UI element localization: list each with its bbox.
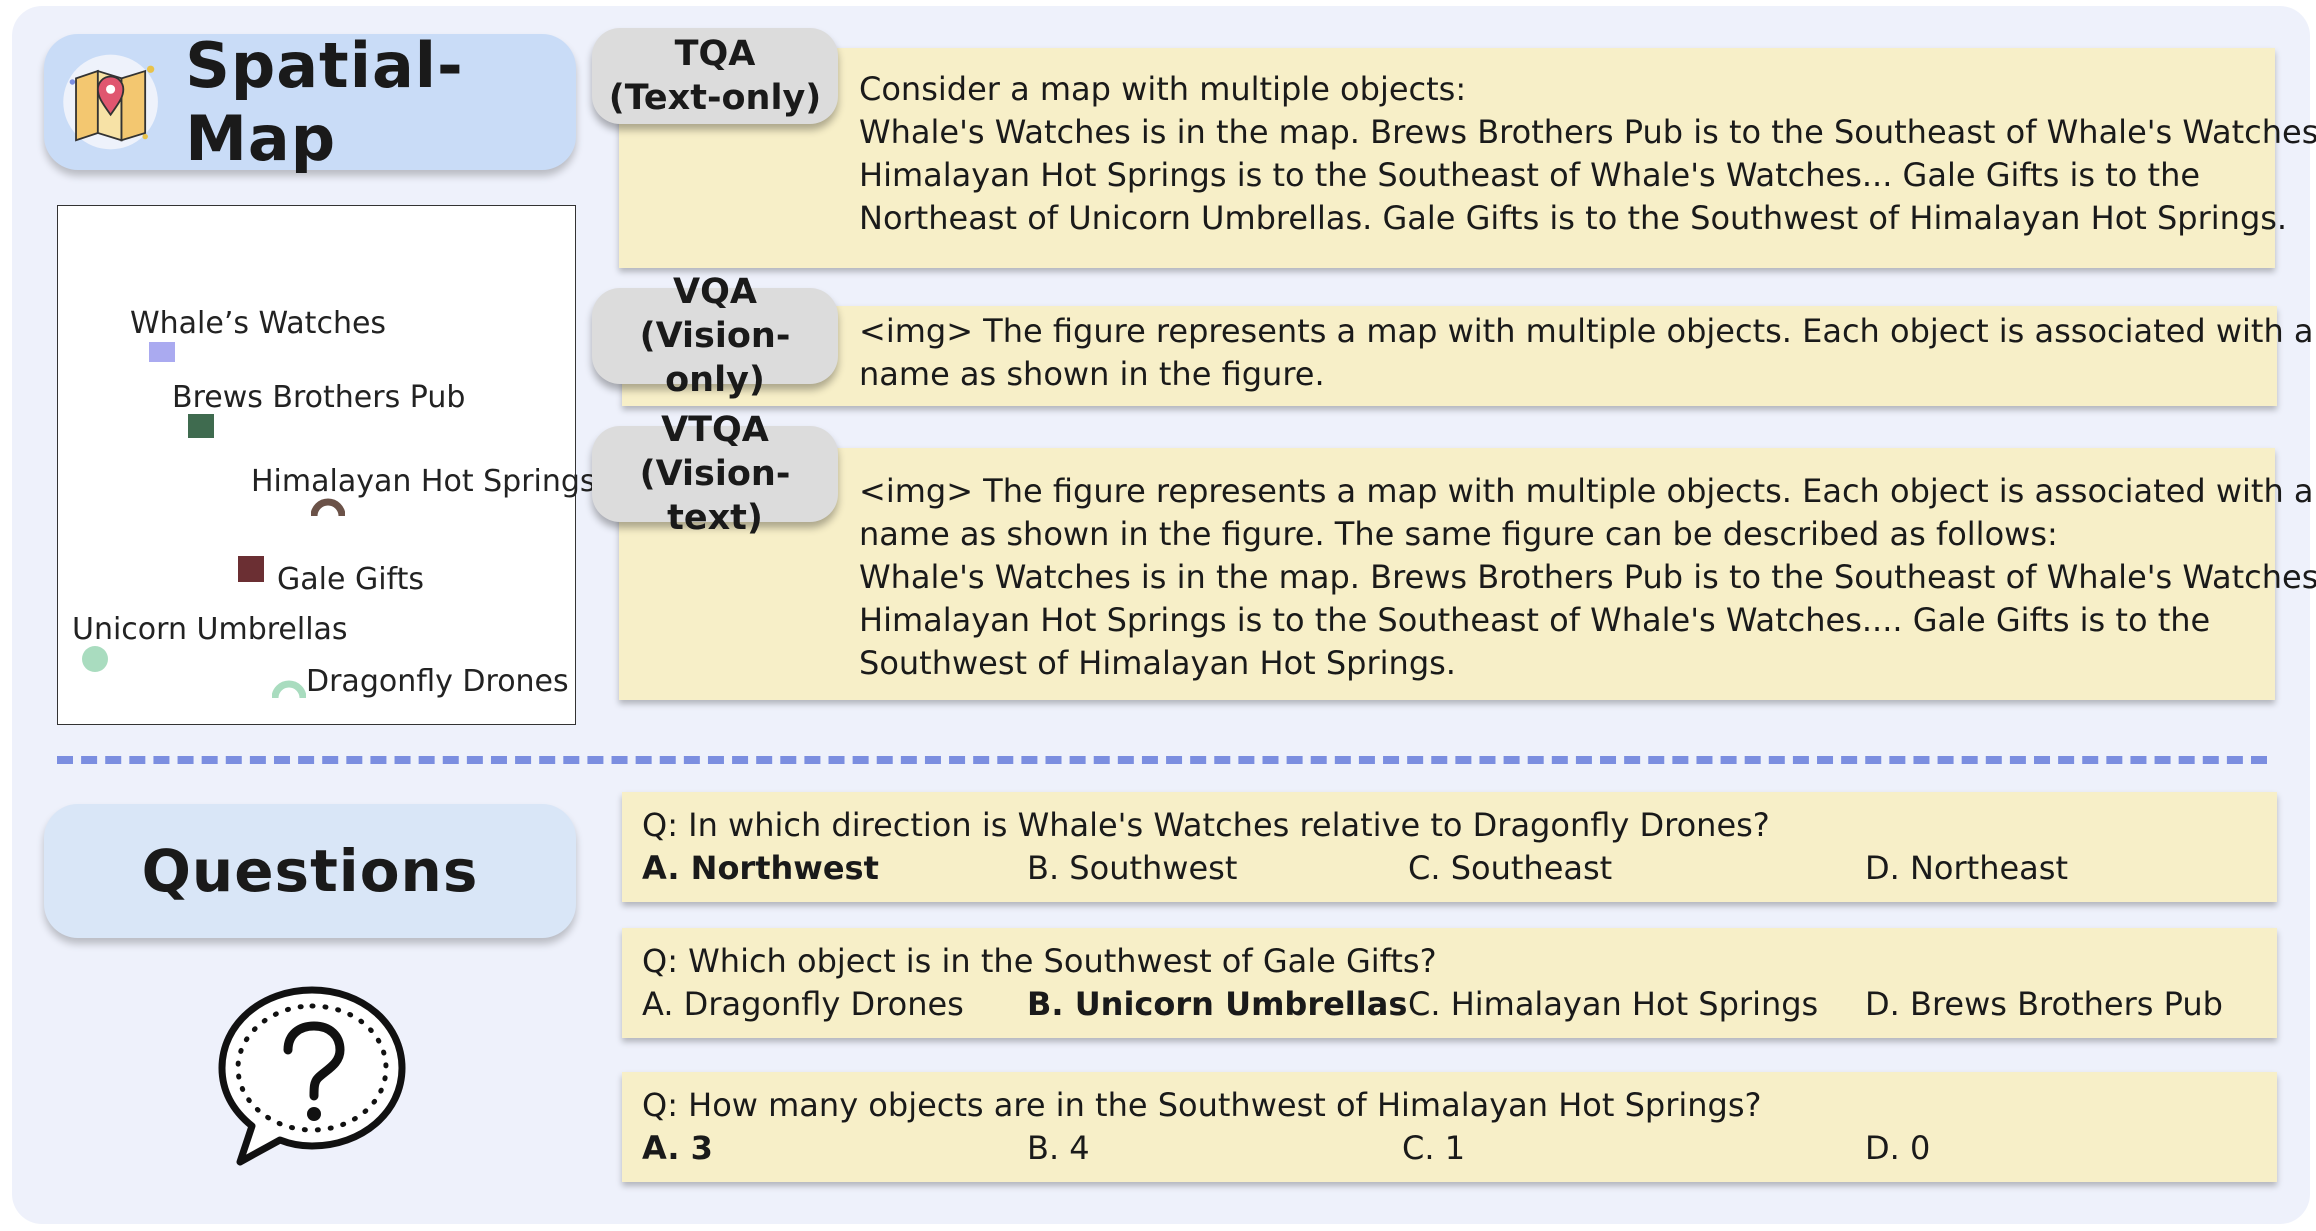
option-a: A. 3 xyxy=(642,1129,713,1167)
map-label-whales-watches: Whale’s Watches xyxy=(130,306,387,341)
unicorn-umbrellas-marker xyxy=(82,646,108,672)
tqa-tag-subtitle: (Text-only) xyxy=(608,78,822,118)
question-text: Q: How many objects are in the Southwest… xyxy=(642,1086,1762,1124)
brews-brothers-pub-marker xyxy=(188,414,214,438)
spatial-map-title-pill: Spatial-Map xyxy=(44,29,576,175)
vtqa-line: name as shown in the figure. The same fi… xyxy=(859,515,2058,553)
vtqa-line: Southwest of Himalayan Hot Springs. xyxy=(859,644,1456,682)
vqa-tag-name: VQA xyxy=(673,272,757,312)
option-d: D. 0 xyxy=(1865,1129,1931,1167)
himalayan-hot-springs-marker xyxy=(311,498,345,517)
question-speech-bubble-icon xyxy=(218,986,406,1166)
vqa-text-box: <img> The figure represents a map with m… xyxy=(622,306,2314,406)
option-b: B. 4 xyxy=(1027,1129,1090,1167)
vqa-tag-subtitle: (Vision-only) xyxy=(639,316,791,400)
vqa-line: name as shown in the figure. xyxy=(859,355,1325,393)
option-a: A. Northwest xyxy=(642,849,879,887)
option-b: B. Unicorn Umbrellas xyxy=(1027,985,1408,1023)
tqa-text-box: Consider a map with multiple objects: Wh… xyxy=(619,48,2316,268)
option-b: B. Southwest xyxy=(1027,849,1238,887)
tqa-line: Himalayan Hot Springs is to the Southeas… xyxy=(859,156,2201,194)
section-divider xyxy=(57,756,2267,764)
option-c: C. Himalayan Hot Springs xyxy=(1408,985,1819,1023)
map-figure: Whale’s Watches Brews Brothers Pub Himal… xyxy=(57,205,596,725)
vtqa-tag-subtitle: (Vision-text) xyxy=(639,454,791,538)
vtqa-line: Himalayan Hot Springs is to the Southeas… xyxy=(859,601,2211,639)
tqa-line: Northeast of Unicorn Umbrellas. Gale Gif… xyxy=(859,199,2288,237)
map-label-dragonfly-drones: Dragonfly Drones xyxy=(306,664,569,699)
question-card-2: Q: Which object is in the Southwest of G… xyxy=(622,928,2277,1038)
option-d: D. Northeast xyxy=(1865,849,2068,887)
map-label-brews-brothers-pub: Brews Brothers Pub xyxy=(172,380,466,415)
option-d: D. Brews Brothers Pub xyxy=(1865,985,2223,1023)
folded-map-pin-icon xyxy=(63,54,158,150)
questions-title-pill: Questions xyxy=(44,804,576,938)
gale-gifts-marker xyxy=(238,556,264,582)
questions-title: Questions xyxy=(141,837,479,905)
option-a: A. Dragonfly Drones xyxy=(642,985,964,1023)
question-text: Q: Which object is in the Southwest of G… xyxy=(642,942,1437,980)
map-label-himalayan-hot-springs: Himalayan Hot Springs xyxy=(251,464,596,499)
vqa-tag: VQA (Vision-only) xyxy=(592,272,838,400)
dragonfly-drones-marker xyxy=(272,680,306,699)
question-card-3: Q: How many objects are in the Southwest… xyxy=(622,1072,2277,1182)
tqa-tag-name: TQA xyxy=(674,34,756,74)
vtqa-line: Whale's Watches is in the map. Brews Bro… xyxy=(859,558,2316,596)
option-c: C. Southeast xyxy=(1408,849,1613,887)
whales-watches-marker xyxy=(149,342,175,362)
vqa-line: <img> The figure represents a map with m… xyxy=(859,312,2314,350)
question-text: Q: In which direction is Whale's Watches… xyxy=(642,806,1770,844)
page-title: Spatial-Map xyxy=(185,29,464,175)
tqa-tag: TQA (Text-only) xyxy=(592,28,838,124)
vtqa-tag: VTQA (Vision-text) xyxy=(592,410,838,538)
map-label-gale-gifts: Gale Gifts xyxy=(277,562,424,597)
tqa-line: Consider a map with multiple objects: xyxy=(859,70,1467,108)
vtqa-tag-name: VTQA xyxy=(661,410,769,450)
option-c: C. 1 xyxy=(1402,1129,1466,1167)
question-card-1: Q: In which direction is Whale's Watches… xyxy=(622,792,2277,902)
tqa-line: Whale's Watches is in the map. Brews Bro… xyxy=(859,113,2316,151)
map-label-unicorn-umbrellas: Unicorn Umbrellas xyxy=(72,612,348,647)
vtqa-line: <img> The figure represents a map with m… xyxy=(859,472,2314,510)
vtqa-text-box: <img> The figure represents a map with m… xyxy=(619,448,2316,700)
